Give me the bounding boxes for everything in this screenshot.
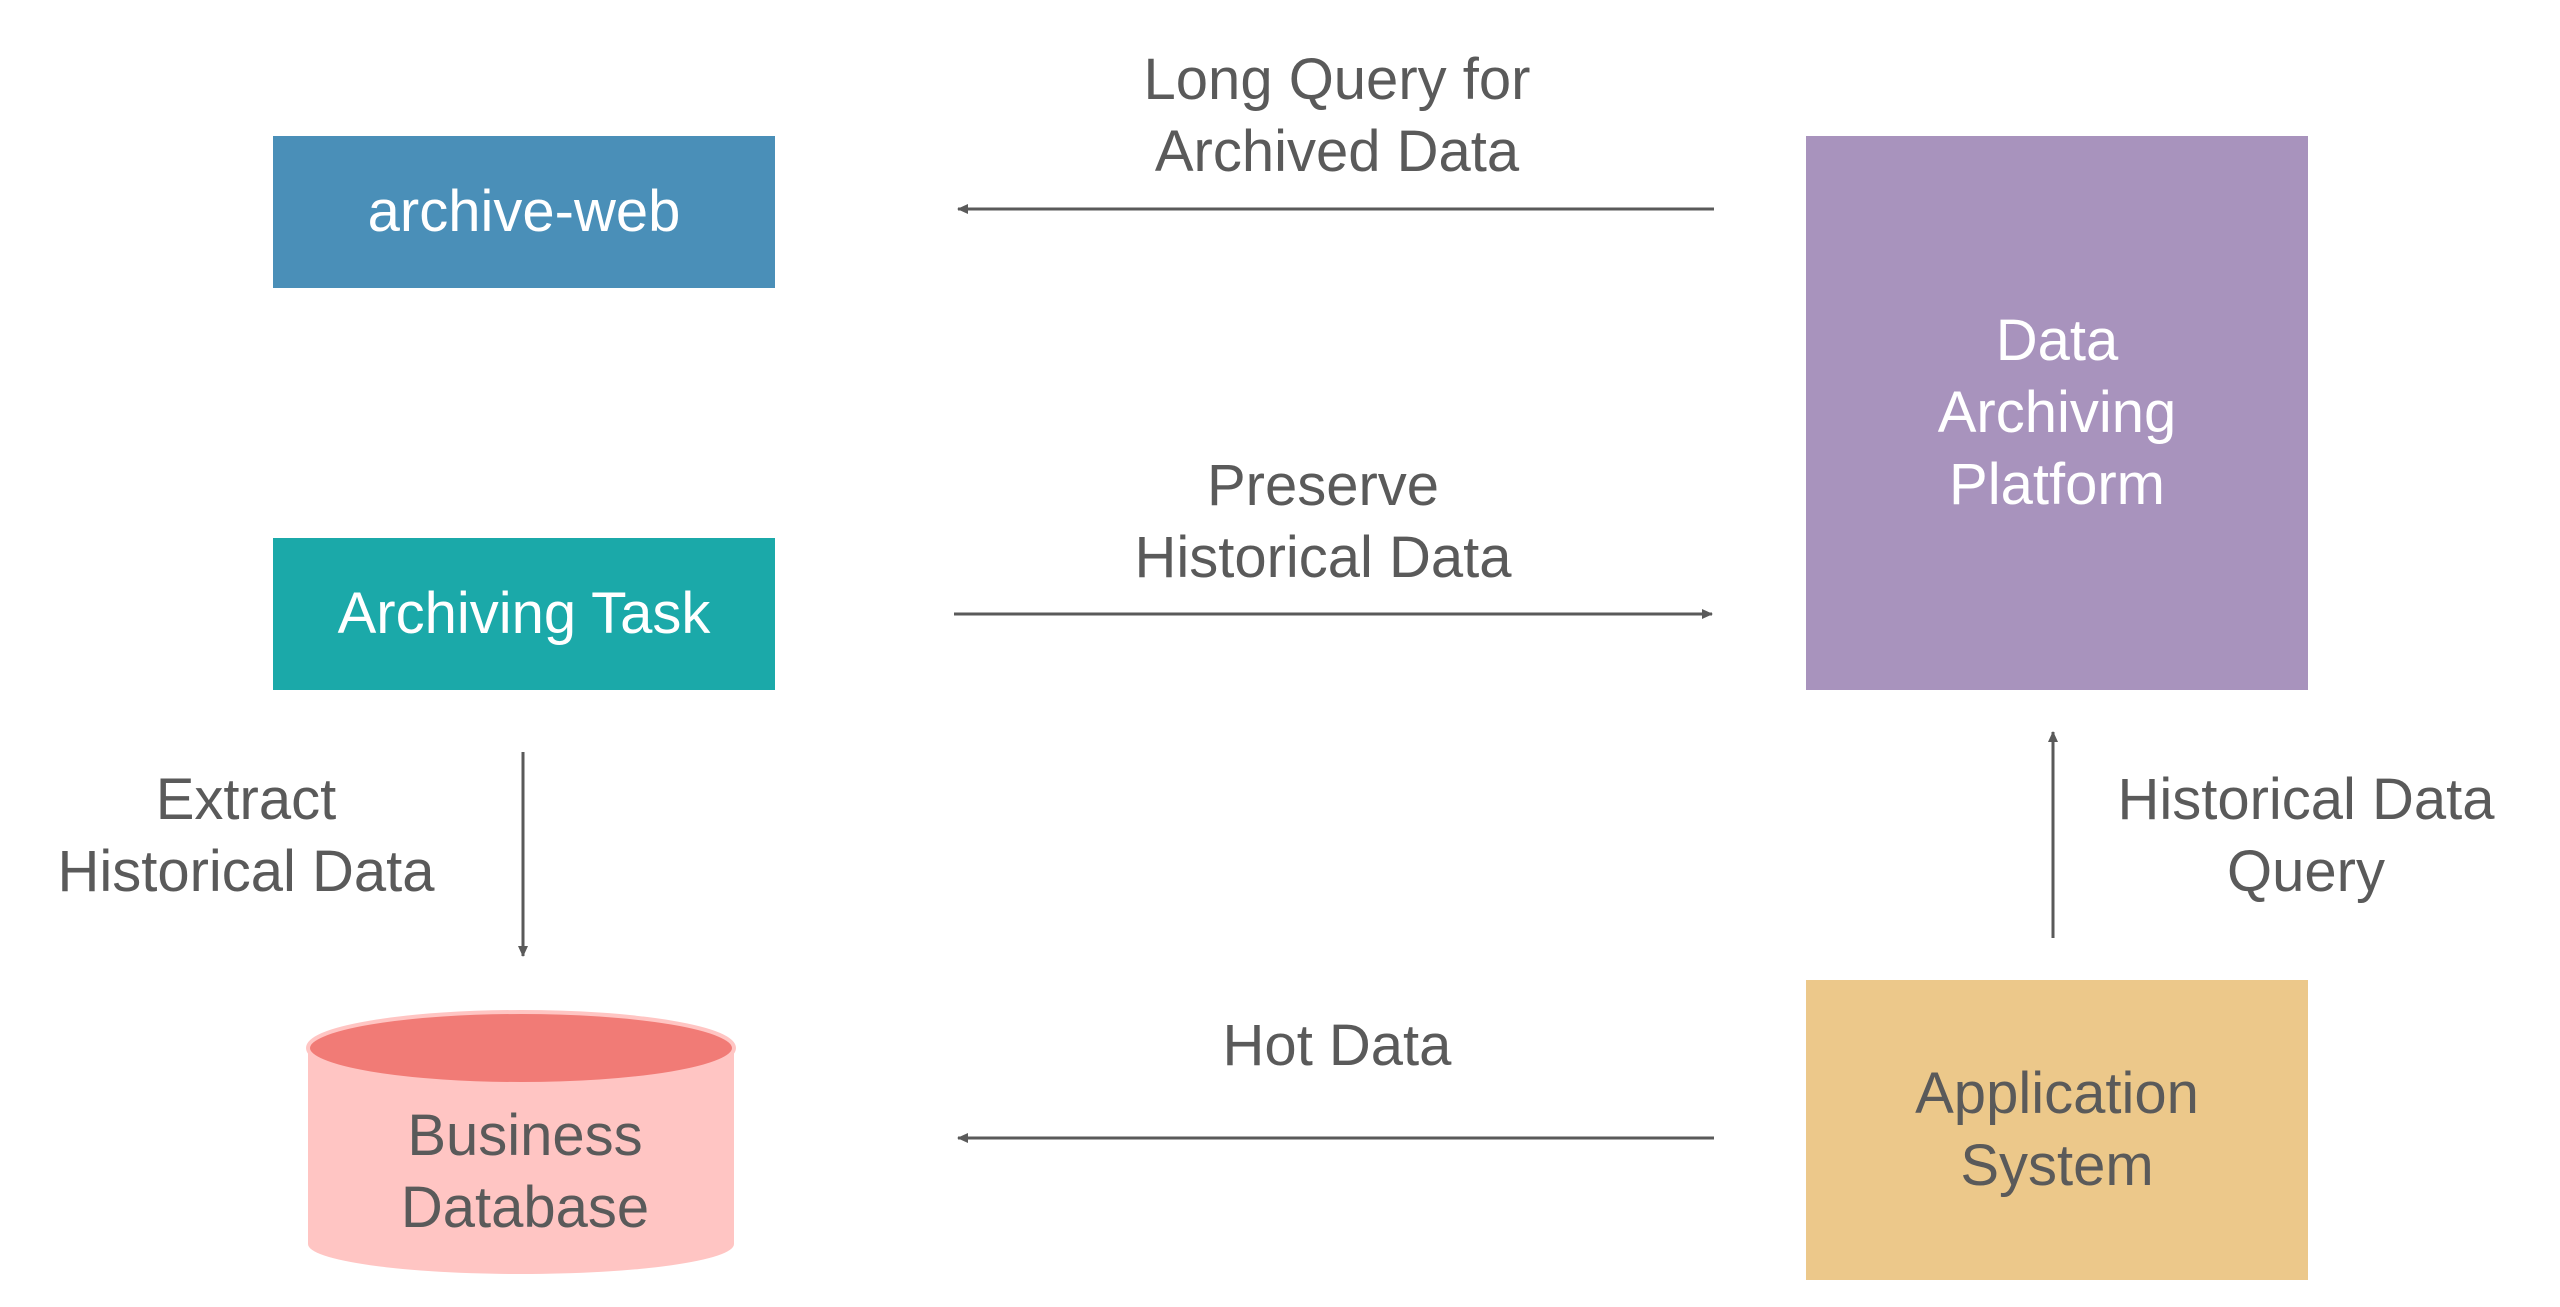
extract-label: Extract Historical Data	[57, 767, 435, 904]
business-database-label: Business Database	[400, 1103, 650, 1240]
archiving-task-node: Archiving Task	[273, 538, 775, 690]
data-archiving-platform-node: Data Archiving Platform	[1806, 136, 2308, 690]
historical-query-label: Historical Data Query	[2117, 767, 2495, 904]
preserve-label: Preserve Historical Data	[1134, 453, 1512, 590]
business-database-cylinder	[306, 1010, 736, 1274]
archive-web-node: archive-web	[273, 136, 775, 288]
application-system-node: Application System	[1806, 980, 2308, 1280]
hot-data-label: Hot Data	[1222, 1013, 1452, 1078]
long-query-label: Long Query for Archived Data	[1143, 47, 1531, 184]
